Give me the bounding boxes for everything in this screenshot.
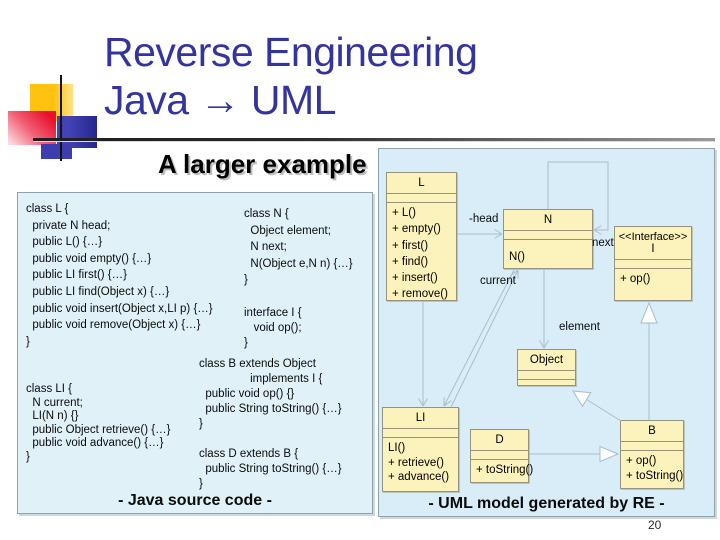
slide-subtitle: A larger example — [158, 149, 367, 179]
code-block-class-D: class D extends B { public String toStri… — [199, 448, 342, 490]
methods-compartment: + L() + empty() + first() + find() + ins… — [392, 207, 448, 301]
decoration-vertical-line — [60, 75, 62, 161]
uml-connector-lines — [418, 161, 658, 463]
class-name-L: L — [387, 173, 456, 194]
uml-diagram-panel: L + L() + empty() + first() + find() + i… — [378, 148, 715, 517]
methods-compartment: + toString() — [476, 464, 534, 476]
attributes-compartment — [504, 231, 592, 240]
uml-class-D: D + toString() — [470, 429, 534, 483]
uml-class-B: B + op() + toString() — [620, 420, 684, 489]
class-name-N: N — [504, 210, 592, 231]
decoration-blue-square-small — [41, 144, 72, 159]
java-source-panel: class L { private N head; public L() {…}… — [17, 192, 373, 514]
attributes-compartment — [615, 260, 691, 269]
attributes-compartment — [383, 429, 458, 438]
class-name-LI: LI — [383, 408, 458, 429]
association-label-next: next — [592, 237, 614, 249]
title-underline — [33, 138, 715, 142]
uml-class-Object: Object — [517, 349, 576, 386]
interface-title: <<Interface>> I — [615, 227, 691, 260]
uml-interface-I: <<Interface>> I + op() — [614, 226, 692, 301]
methods-compartment: LI() + retrieve() + advance() — [388, 442, 450, 483]
uml-class-L: L + L() + empty() + first() + find() + i… — [386, 172, 457, 301]
stereotype-label: <<Interface>> — [618, 231, 688, 243]
java-panel-caption: - Java source code - — [118, 492, 272, 509]
attributes-compartment — [387, 194, 456, 203]
code-block-class-N: class N { Object element; N next; N(Obje… — [244, 208, 353, 287]
association-label-head: -head — [469, 213, 499, 225]
attributes-compartment — [471, 451, 528, 460]
page-title: Reverse Engineering Java → UML — [104, 28, 478, 124]
methods-compartment: N() — [509, 251, 525, 263]
methods-compartment: + op() + toString() — [626, 455, 684, 482]
methods-compartment: + op() — [620, 273, 651, 285]
class-name-D: D — [471, 430, 528, 451]
title-line-1: Reverse Engineering — [104, 29, 478, 75]
code-block-class-L: class L { private N head; public L() {…}… — [26, 203, 213, 348]
class-name-I: I — [651, 243, 655, 255]
class-name-Object: Object — [518, 350, 575, 371]
code-block-class-B: class B extends Object implements I { pu… — [199, 358, 342, 430]
code-block-class-LI: class LI { N current; LI(N n) {} public … — [26, 383, 171, 463]
class-name-B: B — [621, 421, 683, 442]
association-label-element: element — [559, 321, 600, 333]
uml-panel-caption: - UML model generated by RE - — [428, 495, 665, 512]
decoration-blue-square — [57, 116, 97, 148]
association-label-current: current — [480, 275, 516, 287]
uml-class-LI: LI LI() + retrieve() + advance() — [382, 407, 459, 492]
attributes-compartment — [518, 371, 575, 380]
uml-class-N: N N() — [503, 209, 593, 269]
title-line-2: Java → UML — [104, 77, 336, 123]
attributes-compartment — [621, 442, 683, 451]
code-block-interface-I: interface I { void op(); } — [244, 307, 302, 349]
page-number: 20 — [648, 518, 662, 532]
